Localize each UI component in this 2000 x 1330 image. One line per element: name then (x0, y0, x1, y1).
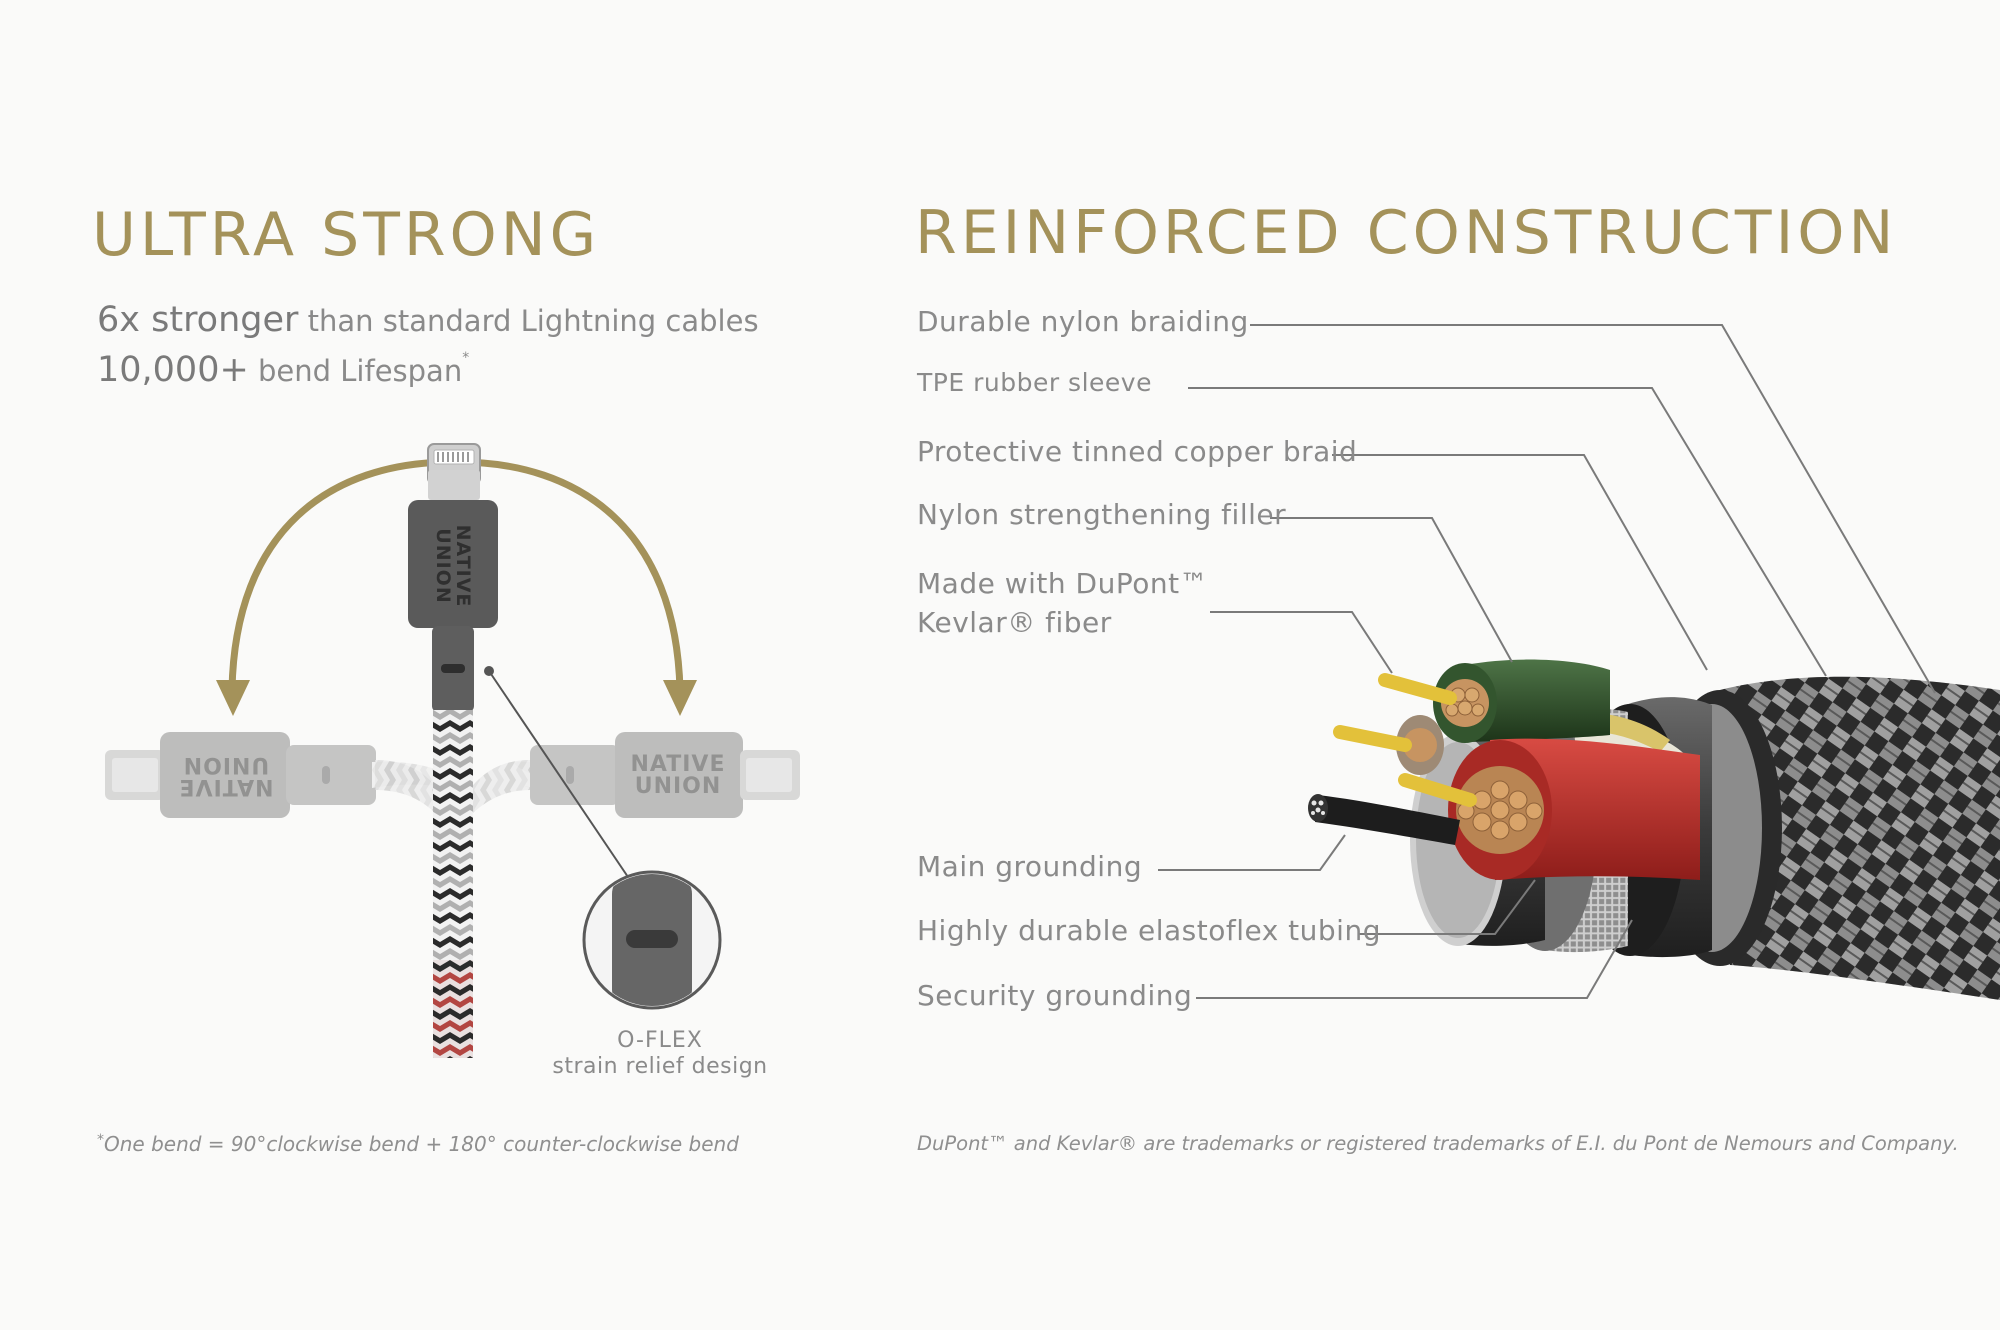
strength-claim: 6x stronger than standard Lightning cabl… (97, 300, 759, 340)
center-connector-brand: NATIVE UNION (432, 524, 474, 608)
left-brand-line2: UNION (182, 752, 270, 777)
reinforced-construction-title: REINFORCED CONSTRUCTION (915, 198, 1898, 268)
label-elastoflex: Highly durable elastoflex tubing (917, 914, 1381, 947)
bend-arrow-heads (216, 680, 697, 716)
bend-footnote-text: One bend = 90°clockwise bend + 180° coun… (104, 1132, 739, 1156)
lifespan-count: 10,000+ (97, 350, 249, 390)
strength-comparison: than standard Lightning cables (298, 304, 759, 338)
trademark-footnote: DuPont™ and Kevlar® are trademarks or re… (917, 1132, 1959, 1155)
cable-cross-section (1308, 659, 2000, 1000)
left-brand-line1: NATIVE (178, 774, 274, 799)
left-connector-brand: NATIVE UNION (178, 752, 274, 799)
oflex-inset (582, 870, 722, 1010)
oflex-subtitle: strain relief design (552, 1054, 768, 1079)
label-main-grounding: Main grounding (917, 850, 1143, 883)
ultra-strong-title: ULTRA STRONG (92, 200, 601, 270)
right-bent-cable (514, 732, 800, 818)
right-brand-line2: UNION (634, 774, 722, 799)
center-cable (408, 443, 498, 1078)
brand-line1: NATIVE (452, 524, 474, 608)
lifespan-claim: 10,000+ bend Lifespan* (97, 350, 469, 390)
lifespan-label: bend Lifespan (248, 354, 463, 388)
right-brand-line1: NATIVE (630, 752, 726, 777)
oflex-title: O-FLEX (617, 1028, 703, 1053)
label-nylon-filler: Nylon strengthening filler (917, 498, 1287, 531)
label-kevlar-line2: Kevlar® fiber (917, 606, 1112, 639)
label-kevlar-line1: Made with DuPont™ (917, 567, 1209, 600)
brand-line2: UNION (432, 528, 454, 604)
bend-footnote: *One bend = 90°clockwise bend + 180° cou… (97, 1132, 739, 1156)
braid-branches (375, 760, 530, 825)
callout-lines (1158, 324, 1936, 999)
oflex-pointer (484, 666, 629, 878)
kevlar-wires (1333, 673, 1477, 807)
label-copper-braid: Protective tinned copper braid (917, 435, 1358, 468)
label-security-grounding: Security grounding (917, 979, 1193, 1012)
label-nylon-braiding: Durable nylon braiding (917, 305, 1249, 338)
grounding-wire (1308, 794, 1460, 845)
bend-footnote-mark: * (97, 1132, 104, 1148)
lifespan-footnote-mark: * (462, 350, 470, 366)
strength-multiplier: 6x stronger (97, 300, 299, 340)
label-tpe-sleeve: TPE rubber sleeve (917, 368, 1152, 397)
right-connector-brand: NATIVE UNION (631, 754, 726, 798)
bend-arc (228, 458, 684, 694)
